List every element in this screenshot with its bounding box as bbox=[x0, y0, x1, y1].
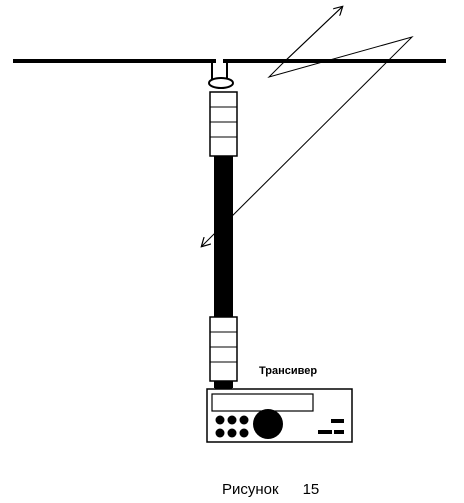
transceiver-display bbox=[211, 393, 314, 412]
transceiver-indicator bbox=[318, 430, 332, 434]
upper-ferrite-choke bbox=[209, 91, 238, 157]
coax-cable bbox=[214, 92, 233, 388]
transceiver bbox=[206, 388, 353, 443]
transceiver-button bbox=[239, 428, 249, 438]
arrow-up-right bbox=[282, 7, 342, 64]
transceiver-indicator bbox=[331, 419, 344, 423]
transceiver-label: Трансивер bbox=[259, 365, 318, 377]
figure-caption: Рисунок 15 bbox=[222, 481, 319, 498]
cable-to-transceiver bbox=[215, 381, 232, 389]
tuning-knob bbox=[253, 409, 283, 439]
transceiver-button bbox=[227, 415, 237, 425]
transceiver-button bbox=[239, 415, 249, 425]
lower-ferrite-choke bbox=[209, 316, 238, 382]
transceiver-button bbox=[215, 415, 225, 425]
caption-word: Рисунок bbox=[222, 481, 279, 498]
feed-point-insulator bbox=[208, 77, 234, 89]
caption-number: 15 bbox=[302, 481, 320, 498]
transceiver-button bbox=[215, 428, 225, 438]
transceiver-indicator bbox=[334, 430, 344, 434]
transceiver-button bbox=[227, 428, 237, 438]
